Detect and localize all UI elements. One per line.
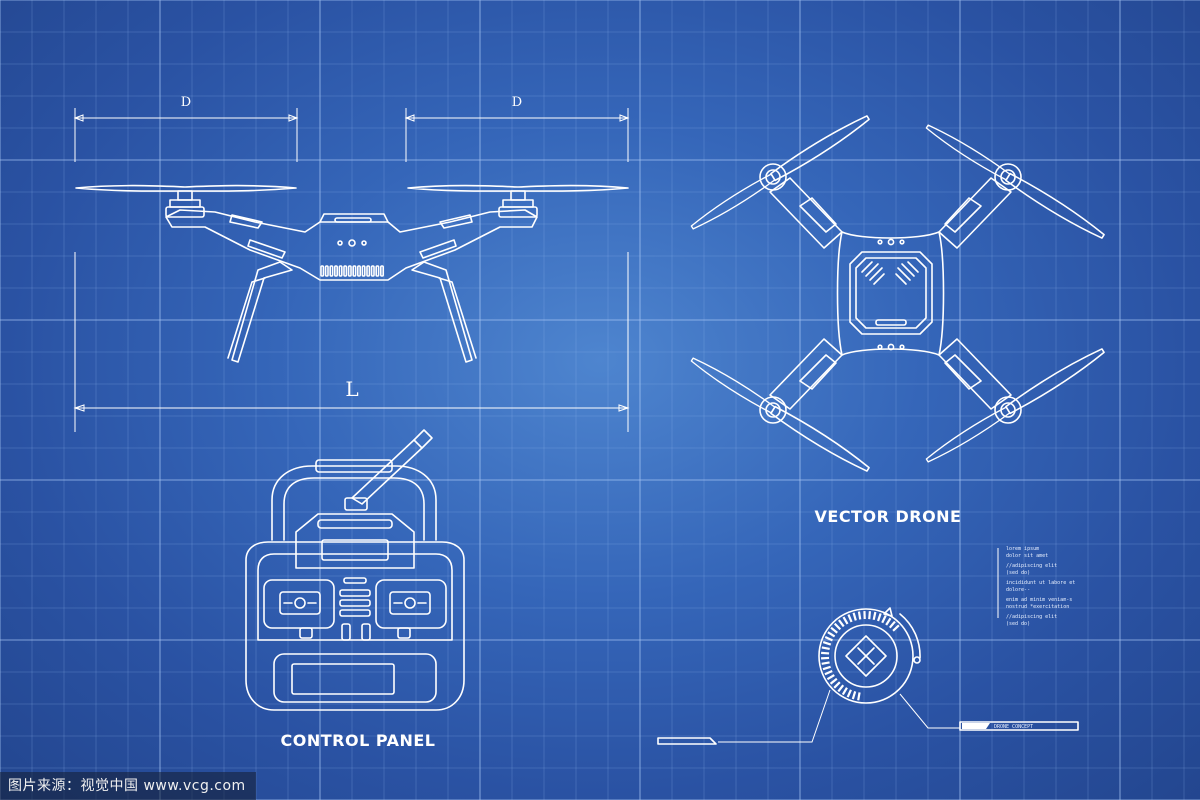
dial-tick: [822, 641, 832, 646]
dial-tick: [885, 617, 892, 626]
dial-tick: [833, 622, 842, 631]
body-vent: [361, 265, 366, 277]
dial-tick: [842, 616, 849, 625]
dial-tick: [868, 611, 872, 620]
body-vent: [324, 265, 329, 277]
body-vent: [352, 265, 357, 277]
dial-tick: [821, 661, 830, 665]
body-vent: [375, 265, 380, 277]
dial-tick: [827, 631, 836, 638]
dimension-d-right: D: [404, 95, 630, 162]
dial-tick: [877, 613, 882, 622]
side-propeller-left: [75, 184, 297, 218]
caption-control-panel: CONTROL PANEL: [281, 731, 436, 750]
top-propeller-sw: [688, 354, 872, 476]
note-line: //adipiscing elit: [1006, 614, 1057, 620]
body-vent: [333, 265, 338, 277]
dial-tick: [829, 677, 838, 685]
top-propeller-se: [923, 344, 1107, 466]
carry-handle: [271, 465, 437, 541]
body-vent: [320, 265, 325, 277]
dial-tick: [852, 612, 857, 621]
dial-tick: [857, 611, 862, 620]
note-line: lorem ipsum: [1006, 546, 1039, 552]
dial-tick: [888, 620, 896, 629]
controller-body: [245, 541, 465, 711]
drone-top-view: VECTOR DRONE: [688, 111, 1107, 526]
watermark: 图片来源：视觉中国 www.vcg.com: [0, 772, 256, 800]
top-arms: [769, 177, 1012, 410]
dial-tick: [821, 646, 830, 651]
dial-tick: [837, 684, 845, 693]
note-line: (sed do): [1006, 570, 1030, 576]
control-panel-drawing: CONTROL PANEL: [245, 429, 465, 750]
drone-side-view: D D L: [73, 95, 630, 432]
body-vent: [329, 265, 334, 277]
note-line: (sed do): [1006, 621, 1030, 627]
note-line: incididunt ut labore et: [1006, 580, 1075, 586]
dial-tick: [851, 691, 857, 700]
side-landing-gear: [227, 261, 477, 363]
dial-tick: [821, 651, 830, 655]
top-propeller-nw: [688, 111, 872, 233]
dial-tick: [881, 615, 887, 624]
side-body: [165, 209, 538, 281]
dial-tick: [872, 611, 877, 621]
dial-tick: [824, 670, 833, 676]
body-vent: [370, 265, 375, 277]
body-vent: [347, 265, 352, 277]
top-propeller-ne: [923, 121, 1107, 243]
dial-tick: [833, 681, 841, 689]
body-vent: [356, 265, 361, 277]
note-line: dolore--: [1006, 587, 1030, 593]
dial-tick: [841, 687, 848, 696]
body-vent: [343, 265, 348, 277]
dial-tick: [830, 626, 838, 634]
dial-tick: [824, 635, 833, 642]
hud-label: DRONE CONCEPT: [994, 724, 1033, 730]
note-line: nostrud *exercitation: [1006, 604, 1069, 610]
top-body: [836, 231, 945, 356]
body-vent: [366, 265, 371, 277]
note-line: enim ad minim veniam-s: [1006, 597, 1072, 603]
dial-tick: [838, 619, 845, 628]
note-line: dolor sit amet: [1006, 553, 1048, 559]
dial-tick: [857, 692, 861, 701]
controller-screen: [291, 663, 395, 695]
dial-tick: [826, 674, 835, 681]
dimension-label-l: L: [345, 377, 358, 401]
dial-tick: [846, 689, 852, 698]
caption-vector-drone: VECTOR DRONE: [815, 507, 962, 526]
dimension-label-d-right: D: [512, 95, 522, 110]
dial-tick: [822, 665, 831, 671]
side-propeller-right: [407, 184, 629, 218]
body-vent: [379, 265, 384, 277]
note-line: //adipiscing elit: [1006, 563, 1057, 569]
dial-emblem: [845, 635, 887, 677]
dimension-l: L: [73, 252, 630, 432]
dimension-label-d-left: D: [181, 95, 191, 110]
hud-dial: DRONE CONCEPT: [657, 607, 1079, 745]
body-vent: [338, 265, 343, 277]
dimension-d-left: D: [73, 95, 299, 162]
dial-tick: [892, 624, 900, 632]
dial-tick: [847, 614, 853, 623]
